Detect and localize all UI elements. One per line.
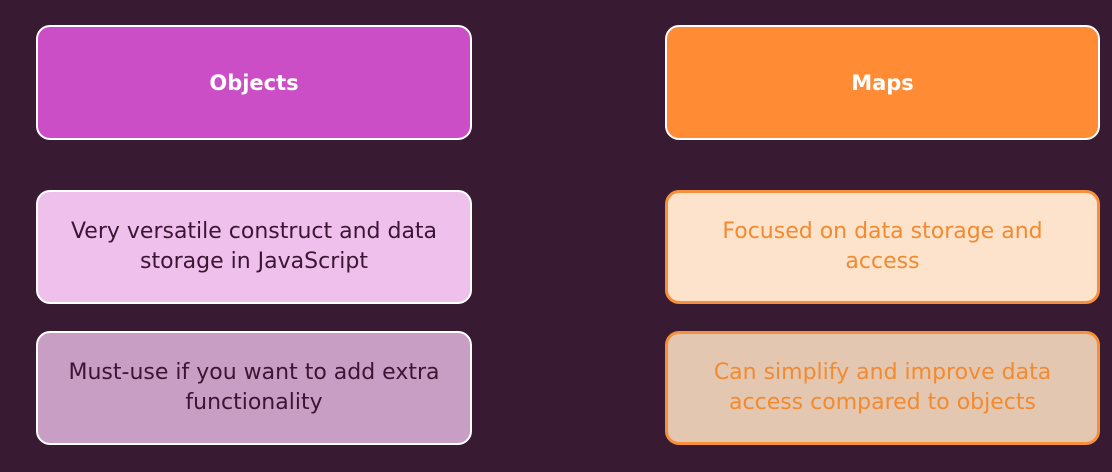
objects-point-versatile: Very versatile construct and data storag… <box>36 190 472 304</box>
maps-point-text: Focused on data storage and access <box>722 219 1043 274</box>
maps-point-text: Can simplify and improve data access com… <box>713 360 1052 415</box>
maps-header: Maps <box>665 25 1100 140</box>
objects-point-text: Very versatile construct and data storag… <box>70 219 438 274</box>
objects-point-text: Must-use if you want to add extra functi… <box>68 360 440 415</box>
maps-point-simplify: Can simplify and improve data access com… <box>665 331 1100 445</box>
objects-header: Objects <box>36 25 472 140</box>
maps-point-storage: Focused on data storage and access <box>665 190 1100 304</box>
objects-point-functionality: Must-use if you want to add extra functi… <box>36 331 472 445</box>
maps-title: Maps <box>851 70 914 95</box>
objects-title: Objects <box>209 70 299 95</box>
